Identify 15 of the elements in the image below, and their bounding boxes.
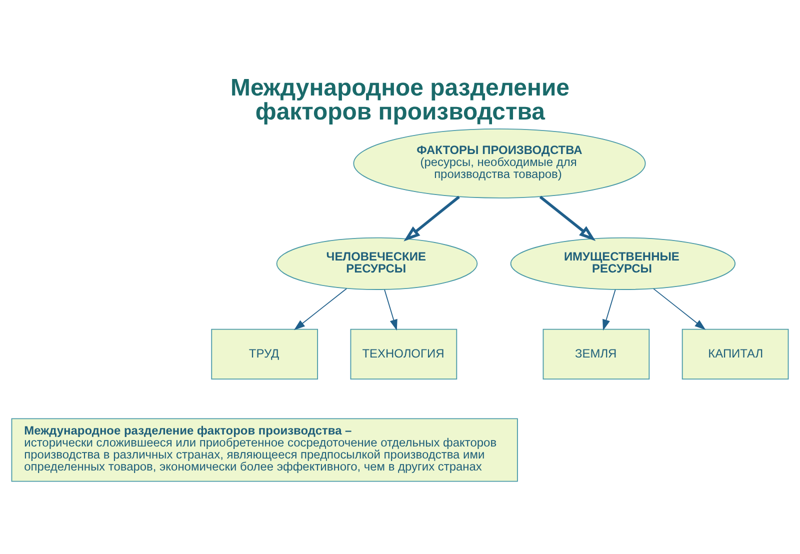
node-ellipse: ЧЕЛОВЕЧЕСКИЕ РЕСУРСЫ bbox=[276, 236, 478, 290]
arrow bbox=[384, 288, 398, 330]
node-box: ЗЕМЛЯ bbox=[542, 328, 650, 380]
node-box: КАПИТАЛ bbox=[682, 328, 789, 380]
node-box: ТРУД bbox=[211, 328, 318, 380]
node-box: ТЕХНОЛОГИЯ bbox=[350, 328, 458, 380]
node-box: Международное разделение факторов производства – исторически сложившееся или приобретенное сосредоточение отдельных факторов производства в различных странах, являющееся предпосылкой производства ими определенных товаров, экономически более эффективного, чем в других странах bbox=[11, 418, 518, 482]
node-ellipse: ФАКТОРЫ ПРОИЗВОДСТВА (ресурсы, необходимые для производства товаров) bbox=[353, 128, 646, 198]
arrow bbox=[653, 288, 706, 330]
arrow bbox=[404, 195, 460, 241]
arrow bbox=[602, 288, 616, 330]
arrow bbox=[539, 195, 596, 240]
node-ellipse: ИМУЩЕСТВЕННЫЕ РЕСУРСЫ bbox=[510, 236, 736, 290]
arrow bbox=[294, 288, 348, 330]
diagram-title: Международное разделение факторов производства bbox=[230, 74, 570, 126]
